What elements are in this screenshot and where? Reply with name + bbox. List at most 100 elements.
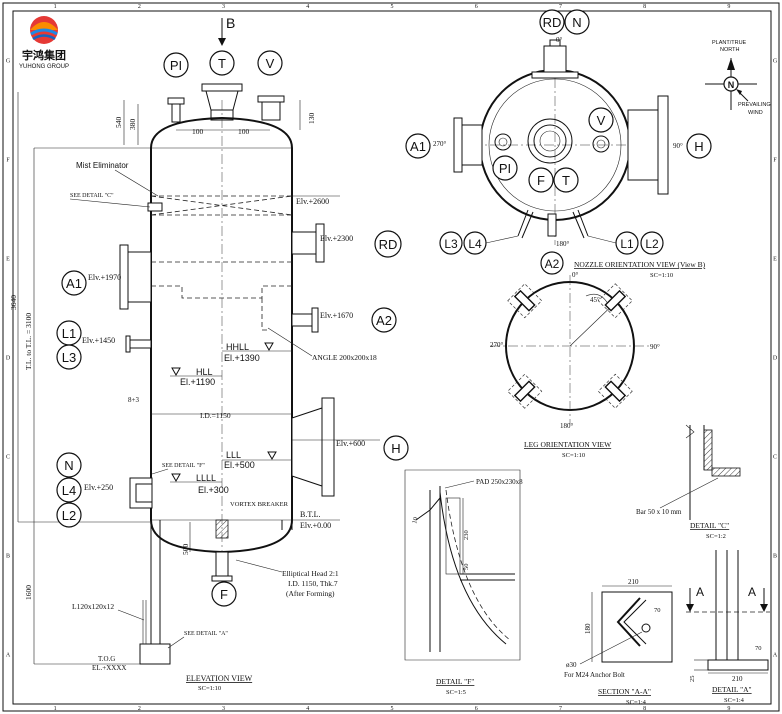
detail-a-arrow-left: A <box>696 585 704 599</box>
prevailing-label-2: WIND <box>748 110 763 116</box>
detail-a: A A 210 70 25 DETAIL "A" SC=1:4 <box>686 550 770 704</box>
svg-text:T: T <box>218 56 226 71</box>
detail-f-10: 10 <box>411 516 419 524</box>
svg-text:L1: L1 <box>62 326 76 341</box>
leg-0-deg: 0° <box>572 271 579 279</box>
tag-a1-elevation: A1 <box>61 270 87 296</box>
detail-f-title: DETAIL "F" <box>436 677 474 686</box>
detail-f: PAD 250x230x8 230 50 10 DETAIL "F" SC=1:… <box>404 469 523 696</box>
leg-45-deg: 45° <box>590 296 600 304</box>
nozzle-90-deg: 90° <box>673 142 683 150</box>
section-70: 70 <box>654 607 661 614</box>
leg-plate-45 <box>597 283 633 319</box>
tag-l1-elevation: L1 <box>56 320 82 346</box>
border-column-2: 2 <box>138 4 141 10</box>
dim-100-left: 100 <box>192 127 204 136</box>
svg-text:N: N <box>64 458 73 473</box>
nozzle-n-l4-side <box>129 477 153 509</box>
section-hole: ø30 <box>566 661 577 669</box>
border-row-G: G <box>773 59 778 65</box>
svg-text:HLL: HLL <box>196 367 213 377</box>
nozzle-270-deg: 270° <box>433 140 447 148</box>
leg-view-scale: SC=1:10 <box>562 452 585 459</box>
tag-l2-elevation: L2 <box>56 502 82 528</box>
detail-a-25: 25 <box>689 676 696 683</box>
dim-8-3: 8+3 <box>128 396 139 404</box>
section-a-a: 210 180 70 ø30 For M24 Anchor Bolt SECTI… <box>564 578 673 706</box>
detail-c: Bar 50 x 10 mm DETAIL "C" SC=1:2 <box>636 424 741 540</box>
nozzle-v-top <box>257 95 285 121</box>
liquid-level-hll: HLL El.+1190 <box>170 367 222 387</box>
svg-text:F: F <box>220 587 228 602</box>
tog-label: T.O.G <box>98 655 115 663</box>
head-label-2: I.D. 1150, Thk.7 <box>288 579 338 588</box>
nozzle-view-scale: SC=1:10 <box>650 272 673 279</box>
tag-a2-nozzle: A2 <box>540 251 564 275</box>
border-row-F: F <box>6 158 10 164</box>
tag-a2-elevation: A2 <box>371 307 397 333</box>
elevation-title: ELEVATION VIEW <box>186 674 253 683</box>
border-column-4: 4 <box>306 4 309 10</box>
border-row-F: F <box>773 158 777 164</box>
svg-text:L3: L3 <box>444 237 458 251</box>
border-column-1: 1 <box>54 706 57 712</box>
svg-text:L2: L2 <box>62 508 76 523</box>
leg-plates <box>507 283 633 409</box>
vortex-breaker <box>215 519 229 539</box>
svg-text:El.+300: El.+300 <box>198 485 229 495</box>
border-row-E: E <box>6 257 10 263</box>
border-row-A: A <box>6 653 11 659</box>
tag-pi-elevation: PI <box>163 52 189 78</box>
border-row-B: B <box>773 554 777 560</box>
tag-l4-elevation: L4 <box>56 477 82 503</box>
pad-label: PAD 250x230x8 <box>476 478 523 486</box>
border-column-6: 6 <box>475 4 478 10</box>
border-row-D: D <box>6 356 11 362</box>
detail-c-title: DETAIL "C" <box>690 521 729 530</box>
leg-label: L120x120x12 <box>72 602 114 611</box>
dim-540: 540 <box>114 117 123 129</box>
tag-h-nozzle: H <box>686 133 712 159</box>
elv-1970: Elv.+1970 <box>88 273 121 282</box>
plant-north-label-2: NORTH <box>720 47 739 53</box>
border-row-A: A <box>773 653 778 659</box>
head-label-3: (After Forming) <box>286 589 335 598</box>
plant-north-label-1: PLANT/TRUE <box>712 40 747 46</box>
tag-n-nozzle: N <box>564 9 590 35</box>
prevailing-label-1: PREVAILING <box>738 102 771 108</box>
svg-text:L2: L2 <box>645 237 659 251</box>
dim-500: 500 <box>181 544 190 556</box>
border-column-9: 9 <box>727 706 730 712</box>
svg-text:L4: L4 <box>62 483 76 498</box>
view-b-marker: B <box>226 15 235 31</box>
liquid-level-hhll: HHLL El.+1390 <box>222 342 292 363</box>
nozzle-0-deg: 0° <box>556 36 563 44</box>
id-dimension: I.D.=1150 <box>200 411 231 420</box>
detail-f-50: 50 <box>463 564 470 571</box>
border-column-8: 8 <box>643 4 646 10</box>
tag-f-elevation: F <box>211 581 237 607</box>
section-bolt: For M24 Anchor Bolt <box>564 671 625 679</box>
nozzle-180-deg: 180° <box>556 240 570 248</box>
elv-1450: Elv.+1450 <box>82 336 115 345</box>
see-detail-c-label: SEE DETAIL "C" <box>70 193 114 199</box>
tag-t-elevation: T <box>209 50 235 76</box>
see-detail-a-label: SEE DETAIL "A" <box>184 631 228 637</box>
svg-text:PI: PI <box>170 58 182 73</box>
section-title: SECTION "A-A" <box>598 687 651 696</box>
svg-text:PI: PI <box>499 161 511 176</box>
border-row-G: G <box>6 59 11 65</box>
tag-l2-nozzle: L2 <box>640 231 664 255</box>
tag-h-elevation: H <box>383 435 409 461</box>
tag-l3-elevation: L3 <box>56 344 82 370</box>
elv-2300: Elv.+2300 <box>320 234 353 243</box>
tag-l1-nozzle: L1 <box>615 231 639 255</box>
elevation-scale: SC=1:10 <box>198 685 221 692</box>
section-210: 210 <box>628 578 639 586</box>
angle-label: ANGLE 200x200x18 <box>312 353 377 362</box>
tag-pi-nozzle: PI <box>492 155 518 181</box>
svg-text:L1: L1 <box>620 237 634 251</box>
tag-v-nozzle: V <box>588 107 614 133</box>
